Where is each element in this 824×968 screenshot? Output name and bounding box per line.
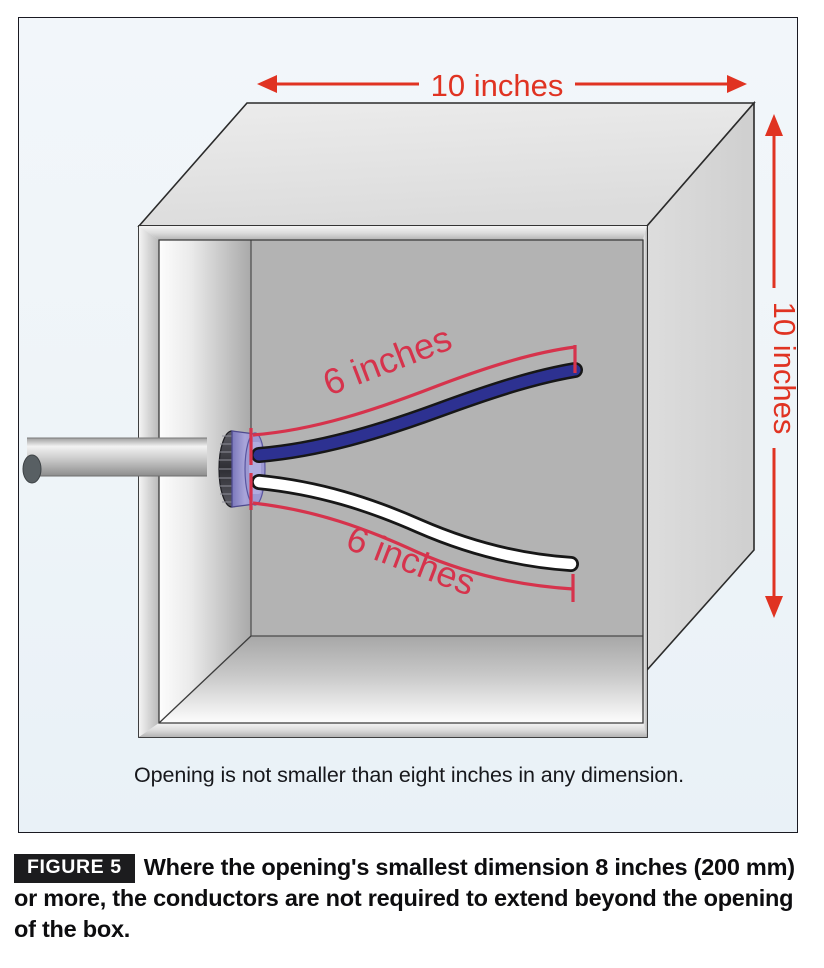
cable-gland-connector — [218, 430, 266, 508]
label-right-10-inches: 10 inches — [767, 302, 798, 435]
box-front-rim — [138, 225, 648, 738]
box-top-face — [137, 102, 756, 227]
figure-caption-text: Where the opening's smallest dimension 8… — [14, 854, 795, 943]
box-interior — [158, 240, 643, 724]
conduit — [22, 437, 207, 484]
conductor-white — [251, 474, 579, 572]
measure-upper-6in — [249, 345, 577, 465]
measure-lower-6in — [249, 473, 575, 602]
figure-number-badge: FIGURE 5 — [14, 854, 135, 883]
conductor-blue — [251, 362, 583, 463]
junction-box-illustration: 6 inches 6 inches 10 inches 10 inches — [22, 68, 798, 738]
dimension-right-10in — [765, 114, 783, 618]
figure-panel: 6 inches 6 inches 10 inches 10 inches Op… — [18, 17, 798, 833]
dimension-top-10in — [257, 75, 747, 93]
label-top-10-inches: 10 inches — [431, 68, 564, 103]
opening-note: Opening is not smaller than eight inches… — [134, 763, 684, 787]
